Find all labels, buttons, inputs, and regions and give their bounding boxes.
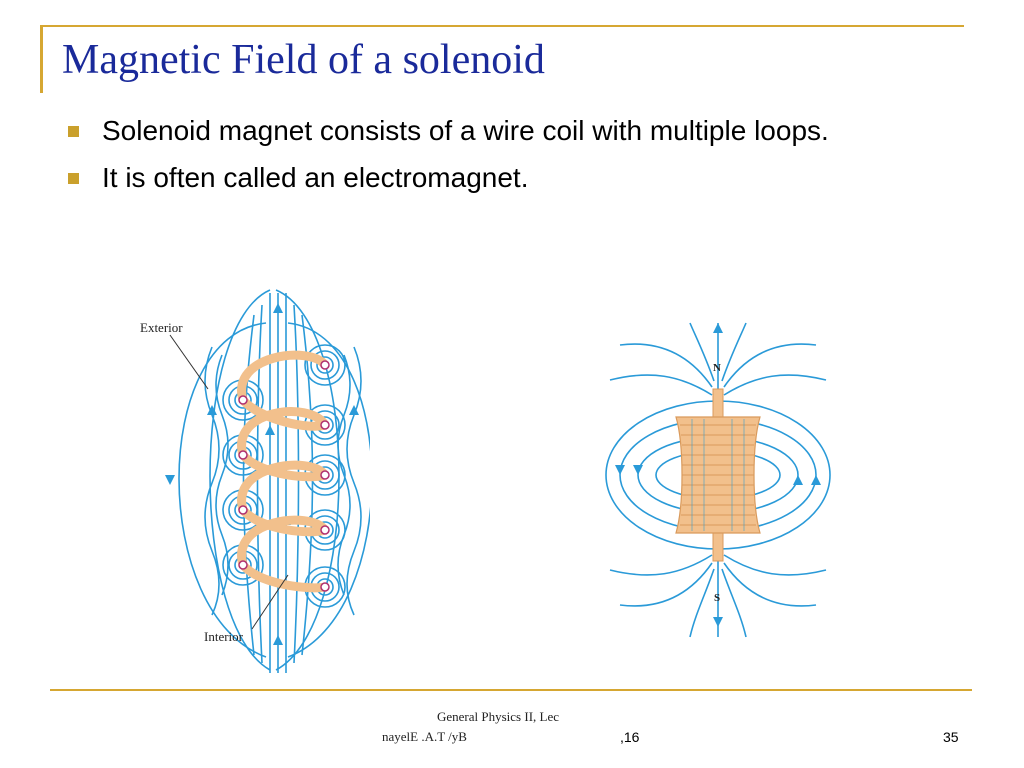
field-lines-through-coil <box>691 419 745 531</box>
label-south-pole: S <box>714 592 720 604</box>
solenoid-coil <box>237 350 330 593</box>
field-line-fan <box>619 343 713 388</box>
field-line-fan <box>689 568 715 638</box>
footer-divider <box>50 689 972 691</box>
slide-title: Magnetic Field of a solenoid <box>62 37 545 83</box>
square-bullet-icon <box>68 173 79 184</box>
electromagnet-diagram: N S <box>605 322 831 638</box>
core-top <box>712 388 724 418</box>
coil-windings <box>680 424 756 526</box>
field-line-fan <box>723 562 817 607</box>
field-line-outer-left-2 <box>209 289 271 671</box>
field-line-side-right <box>337 354 351 596</box>
field-line-side-right <box>346 346 362 616</box>
frame-vertical-accent <box>40 25 43 93</box>
label-interior: Interior <box>204 629 244 644</box>
field-line-fan <box>723 554 827 576</box>
field-line-outer-right <box>287 322 370 658</box>
field-line-fan <box>609 554 713 576</box>
field-line-fan <box>609 374 713 396</box>
label-north-pole: N <box>713 362 721 374</box>
bullet-list: Solenoid magnet consists of a wire coil … <box>64 112 924 206</box>
bullet-text: It is often called an electromagnet. <box>102 162 529 193</box>
footer-author: nayelE .A.T /yB <box>382 729 467 744</box>
footer-course: General Physics II, Lec <box>437 709 560 724</box>
bullet-text: Solenoid magnet consists of a wire coil … <box>102 115 829 146</box>
field-line-fan <box>723 343 817 388</box>
solenoid-loops-diagram: Exterior Interior <box>140 289 370 673</box>
core-bottom <box>712 532 724 562</box>
field-line-fan <box>723 374 827 396</box>
field-arrow-icons <box>615 323 821 627</box>
field-line-fan <box>619 562 713 607</box>
frame-horizontal-accent <box>40 25 964 27</box>
field-line-interior <box>242 314 255 656</box>
wire-cross-section-icons <box>238 360 330 592</box>
field-line-outer-left <box>178 322 267 658</box>
label-exterior: Exterior <box>140 320 183 335</box>
bullet-item: Solenoid magnet consists of a wire coil … <box>64 112 924 149</box>
bullet-item: It is often called an electromagnet. <box>64 159 924 196</box>
field-line-side-left <box>204 346 220 616</box>
field-line-fan <box>721 322 747 382</box>
field-line-fan <box>689 322 715 382</box>
square-bullet-icon <box>68 126 79 137</box>
field-line-fan <box>721 568 747 638</box>
footer-number: ,16 <box>620 729 640 745</box>
page-number: 35 <box>943 729 959 745</box>
